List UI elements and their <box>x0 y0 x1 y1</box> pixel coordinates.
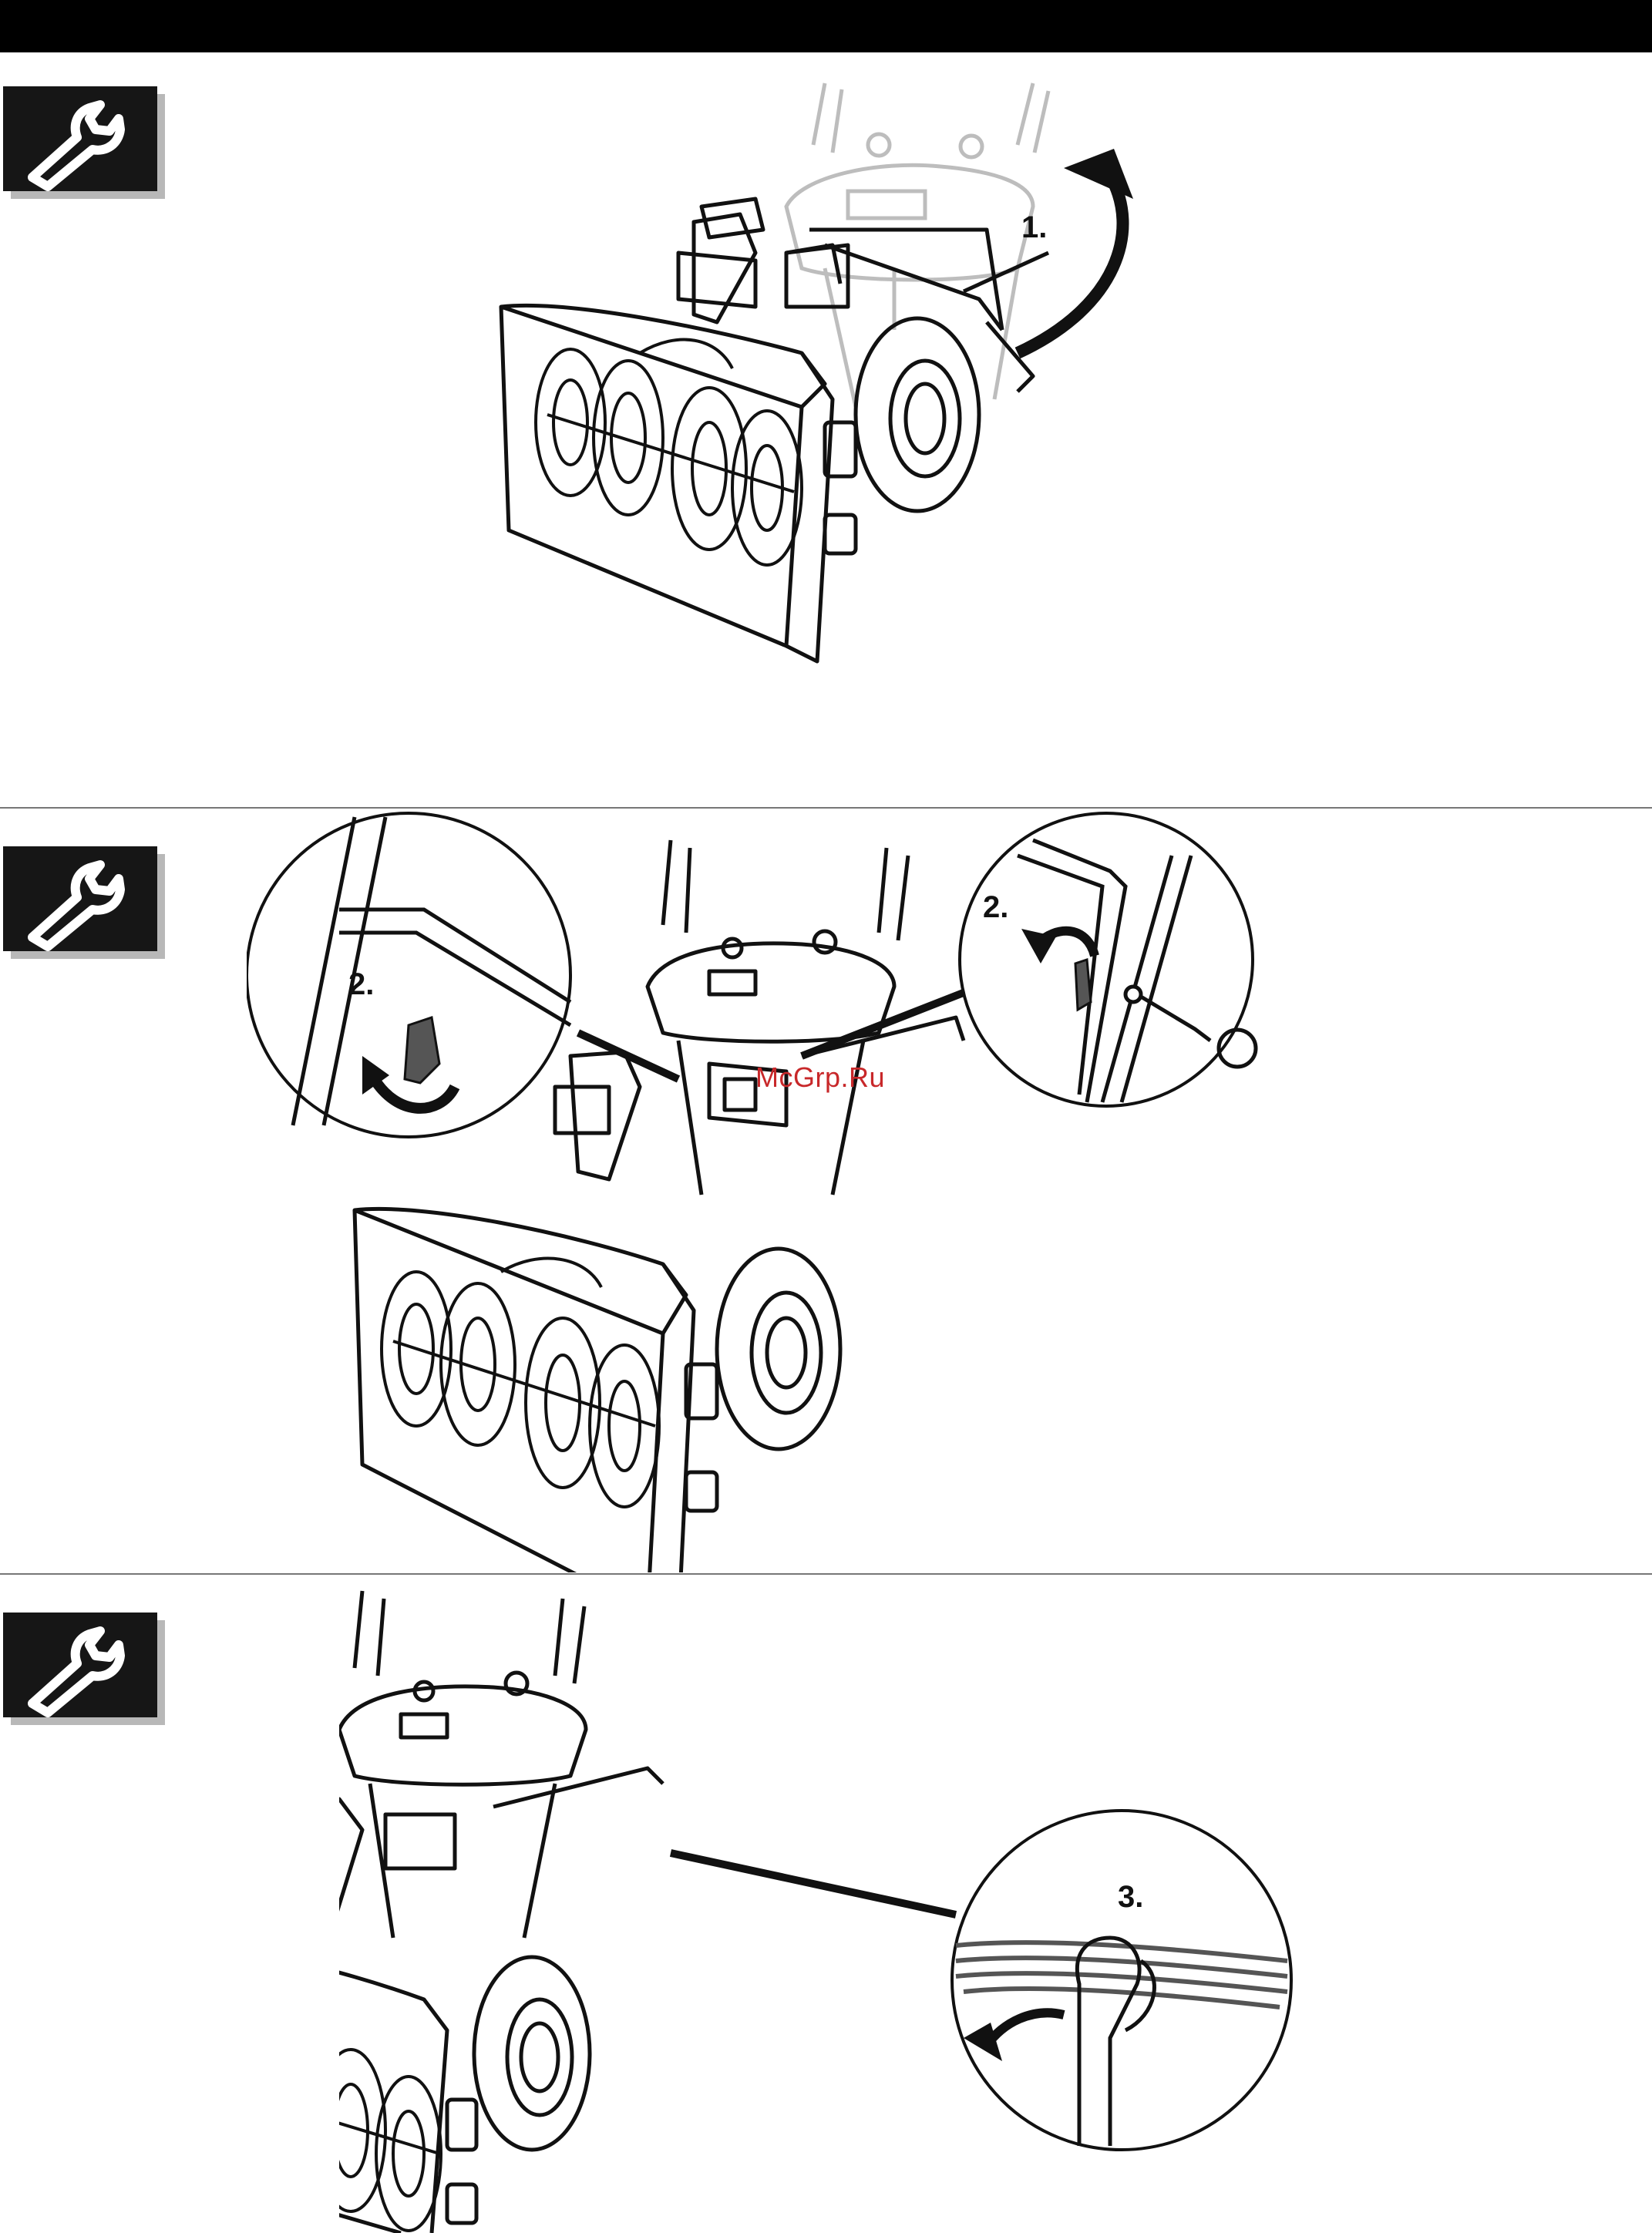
wrench-icon <box>3 846 163 959</box>
step-3-label: 3. <box>1118 1880 1143 1914</box>
wrench-icon <box>3 1613 163 1725</box>
step-3-section: 3. <box>0 1576 1652 2233</box>
section-divider <box>0 1573 1652 1575</box>
wrench-icon <box>3 86 163 199</box>
section-divider <box>0 807 1652 809</box>
snowblower-illustration-2: 2. 2. <box>247 809 1295 1572</box>
snowblower-illustration-3: 3. <box>339 1576 1310 2233</box>
watermark: McGrp.Ru <box>755 1061 885 1094</box>
step-2-right-label: 2. <box>983 890 1008 924</box>
step-1-section: 1. <box>0 52 1652 806</box>
snowblower-illustration-1: 1. <box>463 76 1233 816</box>
step-2-left-label: 2. <box>348 967 374 1001</box>
step-1-label: 1. <box>1021 210 1047 244</box>
step-2-section: 2. 2. <box>0 809 1652 1572</box>
header-bar <box>0 0 1652 52</box>
